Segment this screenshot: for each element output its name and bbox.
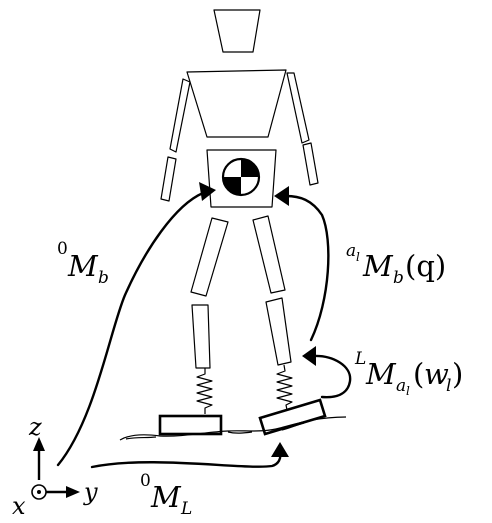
right-forearm	[302, 142, 319, 186]
arrow-ankle-to-base	[274, 186, 330, 342]
svg-text:L: L	[354, 349, 366, 369]
svg-text:a: a	[396, 376, 406, 396]
svg-text:): )	[452, 357, 463, 391]
left-upper-arm	[169, 78, 191, 153]
arrow-world-to-ground	[90, 442, 289, 469]
center-of-mass-icon	[221, 157, 261, 197]
arrow-world-to-base	[56, 182, 216, 467]
y-axis-arrowhead	[66, 486, 80, 498]
svg-text:l: l	[406, 384, 410, 398]
svg-text:a: a	[346, 241, 356, 261]
left-forearm	[160, 156, 177, 202]
svg-text:(: (	[413, 357, 424, 391]
z-axis-arrowhead	[33, 437, 45, 451]
svg-text:M: M	[362, 249, 394, 283]
label-ground-to-ankle: L M a l ( w l )	[354, 349, 463, 398]
x-axis-label: x	[12, 492, 26, 520]
svg-text:b: b	[98, 268, 109, 288]
left-shank	[191, 304, 211, 369]
robot-torso	[186, 69, 287, 138]
svg-text:b: b	[393, 268, 404, 288]
arrow-ground-to-ankle	[302, 346, 352, 399]
svg-text:M: M	[365, 357, 397, 391]
terrain-texture	[125, 422, 305, 440]
z-axis-label: z	[28, 413, 42, 441]
svg-text:l: l	[356, 250, 360, 264]
svg-text:w: w	[424, 357, 449, 391]
svg-text:L: L	[180, 499, 192, 519]
svg-text:(q): (q)	[405, 249, 446, 283]
svg-text:0: 0	[140, 471, 151, 491]
label-world-to-ground: 0 M L	[140, 471, 192, 519]
label-world-to-base: 0 M b	[57, 239, 109, 288]
left-ankle-spring	[196, 368, 213, 414]
right-foot	[258, 398, 327, 436]
world-frame-axes: z y x	[12, 413, 98, 520]
robot-head	[213, 9, 261, 53]
right-thigh	[252, 215, 286, 294]
left-foot	[158, 414, 223, 436]
robot-figure	[158, 9, 327, 436]
right-shank	[265, 297, 292, 366]
label-ankle-to-base: a l M b (q)	[346, 241, 446, 288]
svg-text:0: 0	[57, 239, 68, 259]
terrain-surface	[119, 416, 347, 441]
y-axis-label: y	[83, 478, 98, 506]
right-ankle-spring	[276, 364, 293, 411]
svg-text:l: l	[446, 376, 451, 396]
svg-text:M: M	[150, 480, 182, 514]
left-thigh	[190, 217, 229, 297]
right-upper-arm	[286, 72, 310, 144]
svg-text:M: M	[67, 249, 99, 283]
